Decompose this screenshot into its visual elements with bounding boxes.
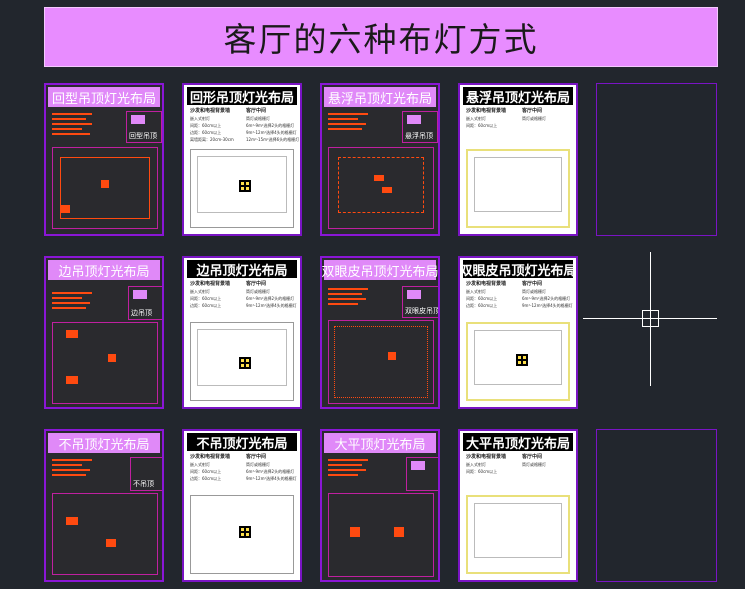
floor-plan xyxy=(190,149,294,228)
floor-plan-outline xyxy=(328,320,434,404)
grille-lamp-icon xyxy=(516,354,528,366)
floor-plan-outline xyxy=(52,147,158,229)
legend-box: 边吊顶 xyxy=(128,286,162,320)
floor-plan xyxy=(466,322,570,401)
legend-box xyxy=(406,457,438,491)
floor-plan xyxy=(466,495,570,574)
floor-plan xyxy=(466,149,570,228)
floor-plan xyxy=(190,495,294,574)
cad-drawing-floating-ceiling[interactable]: 悬浮吊顶灯光布局 悬浮吊顶 xyxy=(320,83,440,236)
paper-sheet-no-ceiling[interactable]: 不吊顶灯光布局 沙发和电视背景墙 客厅中间 嵌入式射灯 间距：60cm以上 边距… xyxy=(182,429,302,582)
drawing-title: 回型吊顶灯光布局 xyxy=(48,87,160,107)
empty-slot-3 xyxy=(596,429,717,582)
paper-sheet-edge-ceiling[interactable]: 边吊顶灯光布局 沙发和电视背景墙 客厅中间 嵌入式射灯 间距：60cm以上 边距… xyxy=(182,256,302,409)
legend-box: 双眼皮吊顶 xyxy=(402,286,438,318)
paper-sheet-floating-ceiling[interactable]: 悬浮吊顶灯光布局 沙发和电视背景墙 客厅中间 嵌入式射灯 间距：60cm以上 筒… xyxy=(458,83,578,236)
sheet-title: 不吊顶灯光布局 xyxy=(187,433,297,452)
page-banner: 客厅的六种布灯方式 xyxy=(44,7,718,67)
floor-plan-outline xyxy=(328,493,434,577)
grille-lamp-icon xyxy=(239,180,251,192)
sheet-title: 大平吊顶灯光布局 xyxy=(463,433,573,452)
cad-drawing-edge-ceiling[interactable]: 边吊顶灯光布局 边吊顶 xyxy=(44,256,164,409)
paper-sheet-flat-ceiling[interactable]: 大平吊顶灯光布局 沙发和电视背景墙 客厅中间 嵌入式射灯 间距：60cm以上 筒… xyxy=(458,429,578,582)
floor-plan-outline xyxy=(52,493,158,575)
drawing-title: 悬浮吊顶灯光布局 xyxy=(324,87,436,107)
paper-sheet-double-eyelid-ceiling[interactable]: 双眼皮吊顶灯光布局 沙发和电视背景墙 客厅中间 嵌入式射灯 间距：60cm以上 … xyxy=(458,256,578,409)
paper-sheet-ring-ceiling[interactable]: 回形吊顶灯光布局 沙发和电视背景墙 客厅中间 嵌入式射灯 间距：60cm以上 边… xyxy=(182,83,302,236)
sheet-title: 双眼皮吊顶灯光布局 xyxy=(460,260,576,279)
sheet-title: 回形吊顶灯光布局 xyxy=(187,87,297,106)
page-title: 客厅的六种布灯方式 xyxy=(223,20,539,59)
drawing-title: 不吊顶灯光布局 xyxy=(48,433,160,453)
cad-drawing-ring-ceiling[interactable]: 回型吊顶灯光布局 回型吊顶 xyxy=(44,83,164,236)
cad-drawing-no-ceiling[interactable]: 不吊顶灯光布局 不吊顶 xyxy=(44,429,164,582)
drawing-title: 双眼皮吊顶灯光布局 xyxy=(322,260,438,280)
legend-box: 不吊顶 xyxy=(130,457,162,491)
floor-plan xyxy=(190,322,294,401)
legend-box: 回型吊顶 xyxy=(126,111,162,143)
sheet-title: 悬浮吊顶灯光布局 xyxy=(463,87,573,106)
cad-drawing-flat-ceiling[interactable]: 大平顶灯光布局 xyxy=(320,429,440,582)
legend-box: 悬浮吊顶 xyxy=(402,111,438,143)
cad-drawing-double-eyelid-ceiling[interactable]: 双眼皮吊顶灯光布局 双眼皮吊顶 xyxy=(320,256,440,409)
crosshair-pickbox-icon xyxy=(642,310,659,327)
grille-lamp-icon xyxy=(239,526,251,538)
floor-plan-outline xyxy=(52,322,158,404)
grille-lamp-icon xyxy=(239,357,251,369)
drawing-title: 边吊顶灯光布局 xyxy=(48,260,160,280)
empty-slot-1 xyxy=(596,83,717,236)
drawing-title: 大平顶灯光布局 xyxy=(324,433,436,453)
sheet-title: 边吊顶灯光布局 xyxy=(187,260,297,279)
floor-plan-outline xyxy=(328,147,434,229)
